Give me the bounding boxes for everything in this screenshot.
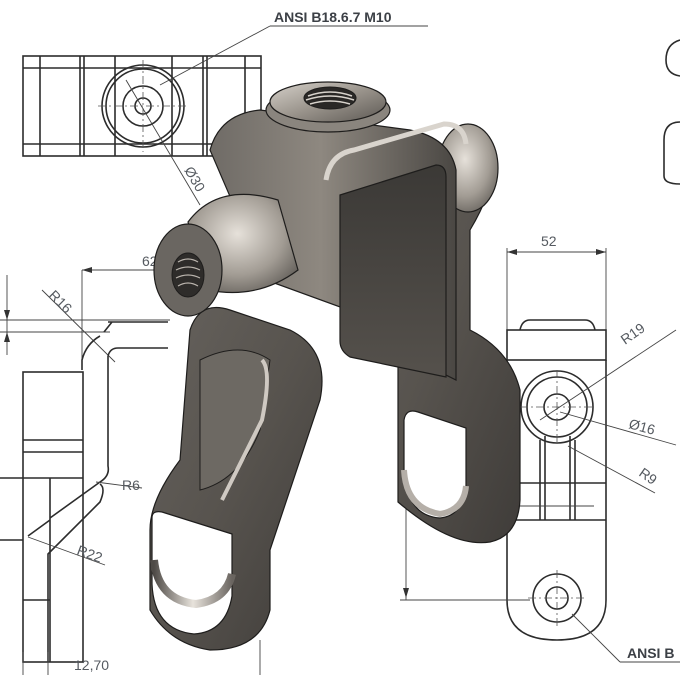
dim-front-outer-radius: R19	[618, 319, 648, 347]
3d-bracket-render	[149, 81, 521, 651]
side-view	[0, 267, 261, 675]
callout-top-thread: ANSI B18.6.7 M10	[274, 9, 392, 25]
dim-top-view-diameter: Ø30	[181, 164, 208, 195]
dim-front-hole-diameter: Ø16	[627, 415, 657, 437]
dim-front-width: 52	[541, 233, 557, 249]
front-view	[400, 39, 680, 663]
dim-side-radius-top: R16	[46, 287, 76, 317]
dim-side-thickness: 12,70	[74, 657, 109, 673]
dim-side-radius-mid: R6	[122, 477, 140, 493]
callout-bottom-thread: ANSI B	[627, 645, 674, 661]
dim-side-radius-bottom: R22	[75, 542, 105, 566]
